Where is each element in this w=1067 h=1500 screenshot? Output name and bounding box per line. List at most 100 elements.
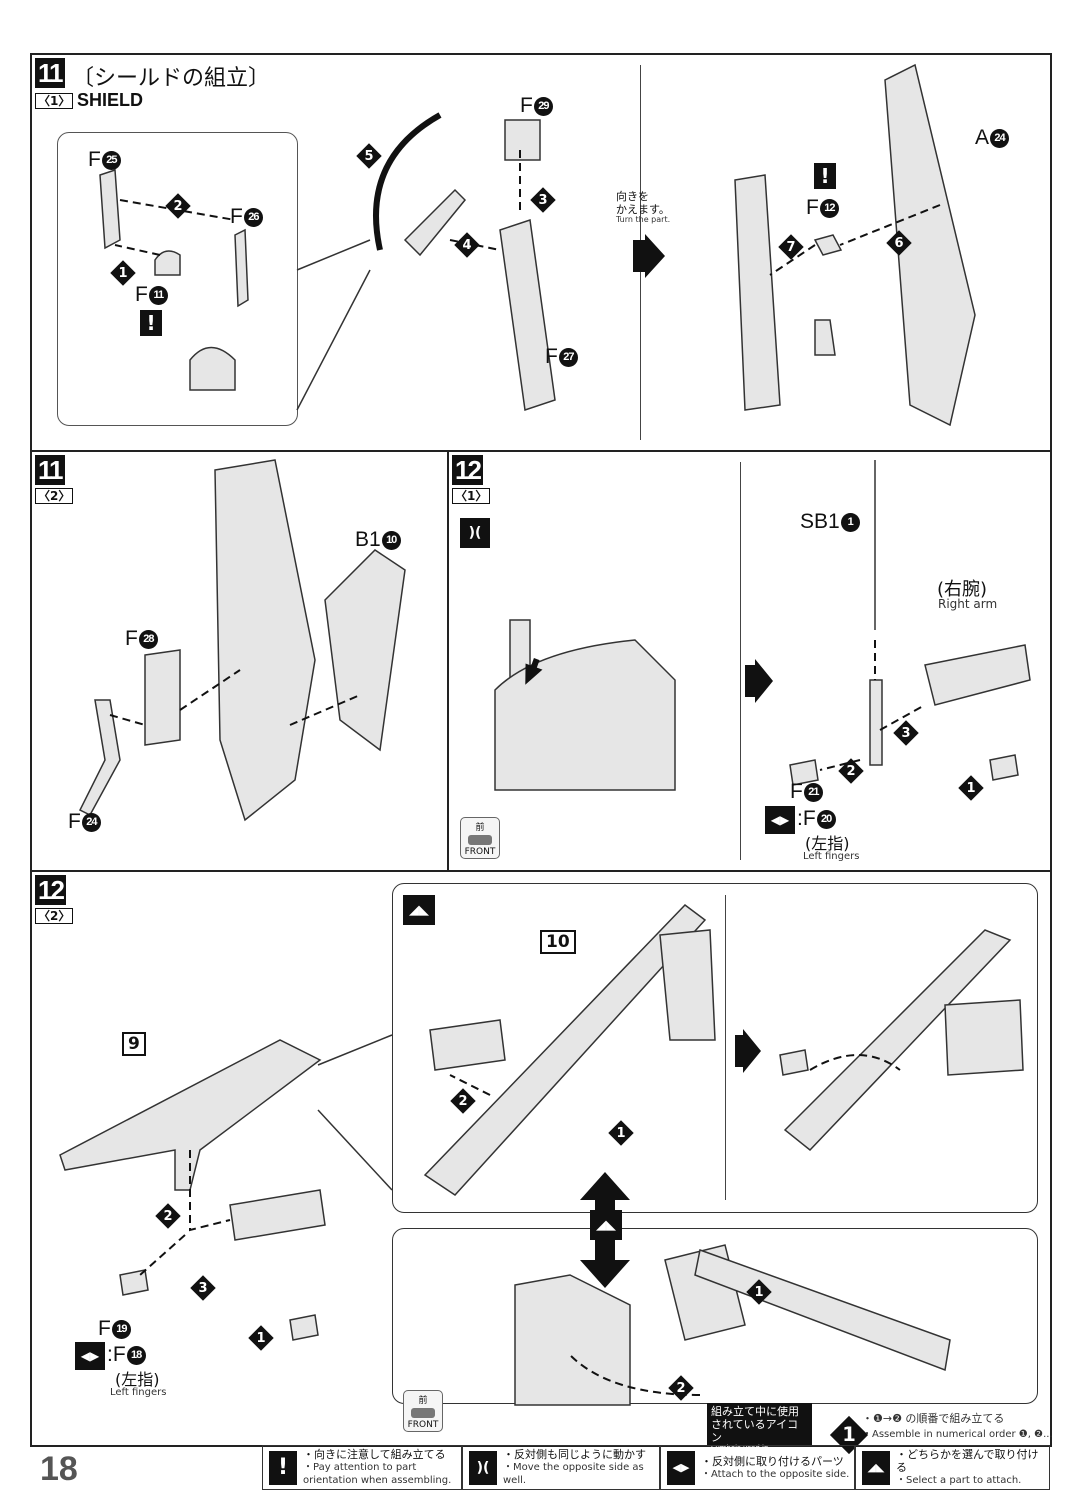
front-ja: 前	[475, 823, 485, 833]
step-marker: 3	[893, 720, 919, 746]
label-prefix: B1	[355, 528, 381, 551]
label-prefix: F	[98, 1317, 111, 1340]
step-marker: 2	[450, 1088, 476, 1114]
order-icon: 1	[822, 1408, 876, 1462]
label-num: 24	[81, 812, 101, 832]
left-fingers-en: Left fingers	[110, 1387, 167, 1398]
select-part-icon: ◢◣	[590, 1210, 622, 1240]
divider	[725, 895, 726, 1200]
step-number: 12	[452, 455, 483, 485]
label-num: 25	[101, 150, 121, 170]
label-num: 24	[990, 128, 1010, 148]
step-marker: 3	[190, 1275, 216, 1301]
step-number: 12	[35, 875, 66, 905]
section-title-en: SHIELD	[77, 90, 144, 110]
step-marker: 2	[668, 1375, 694, 1401]
step-marker: 6	[886, 230, 912, 256]
legend-ja: ・どちらかを選んで取り付ける	[896, 1448, 1039, 1474]
shoe-icon	[411, 1408, 435, 1418]
legend-title-ja: 組み立て中に使用	[711, 1405, 799, 1418]
orientation-warning-icon: !	[140, 310, 162, 336]
step-marker: 3	[530, 187, 556, 213]
label-num: 12	[819, 198, 839, 218]
label-num: 1	[840, 512, 860, 532]
select-part-icon: ◢◣	[403, 895, 435, 925]
rotate-arrow	[373, 112, 442, 251]
label-num: 10	[381, 530, 401, 550]
legend-en: ・Pay attention to part orientation when …	[303, 1462, 452, 1486]
step-marker: 7	[778, 234, 804, 260]
page-number: 18	[40, 1450, 78, 1488]
legend-title-ja: されているアイコン	[711, 1418, 799, 1444]
select-part-icon: ◢◣	[862, 1450, 890, 1485]
step-marker: 5	[356, 143, 382, 169]
shield-parts-illustration	[59, 63, 1031, 1406]
weapon-number-10: 10	[540, 930, 576, 954]
weapon-number-9: 9	[122, 1032, 146, 1056]
label-num: 29	[533, 96, 553, 116]
legend-en: ・Select a part to attach.	[896, 1475, 1022, 1486]
opposite-side-icon: ◀▶	[667, 1450, 695, 1485]
label-prefix: A	[975, 126, 990, 149]
step-marker: 1	[958, 775, 984, 801]
step-marker: 1	[746, 1279, 772, 1305]
front-indicator: 前 FRONT	[460, 817, 500, 859]
step-marker: 1	[248, 1325, 274, 1351]
turn-note-en: Turn the part.	[616, 215, 671, 224]
legend-title-en: Symbols used in instructions	[711, 1444, 769, 1460]
label-prefix: :F	[107, 1343, 126, 1366]
label-num: 18	[126, 1345, 146, 1365]
divider	[740, 462, 741, 860]
label-prefix: F	[68, 810, 81, 833]
step-marker: 1	[608, 1120, 634, 1146]
legend-move-opposite: )( ・反対側も同じように動かす・Move the opposite side …	[462, 1445, 660, 1490]
order-ja: ・❶→❷ の順番で組み立てる	[862, 1412, 1005, 1425]
label-prefix: F	[790, 780, 803, 803]
legend-ja: ・反対側に取り付けるパーツ	[701, 1454, 844, 1468]
step-number: 11	[35, 58, 65, 88]
label-num: 27	[558, 347, 578, 367]
label-prefix: :F	[797, 807, 816, 830]
detail-box	[57, 132, 298, 426]
substep: 〈1〉	[452, 488, 491, 504]
legend-en: ・Attach to the opposite side.	[701, 1468, 850, 1480]
label-prefix: F	[545, 345, 558, 368]
shoe-icon	[468, 835, 492, 845]
left-fingers-ja: (左指)	[805, 834, 850, 853]
substep: 〈2〉	[35, 908, 74, 924]
front-en: FRONT	[464, 847, 496, 857]
option-box-a	[392, 883, 1038, 1213]
label-num: 20	[816, 809, 836, 829]
right-arm-ja: (右腕)	[937, 579, 988, 600]
order-en: ・Assemble in numerical order ❶, ❷...	[862, 1429, 1053, 1440]
front-en: FRONT	[407, 1420, 439, 1430]
front-ja: 前	[418, 1396, 428, 1406]
label-num: 26	[243, 207, 263, 227]
front-indicator: 前 FRONT	[403, 1390, 443, 1432]
step-marker: 1	[110, 260, 136, 286]
right-arm-en: Right arm	[938, 597, 998, 611]
move-opposite-icon: )(	[460, 518, 490, 548]
opposite-side-icon: ◀▶	[75, 1342, 105, 1370]
step-marker: 2	[838, 758, 864, 784]
label-prefix: F	[135, 283, 148, 306]
step-marker: 4	[454, 232, 480, 258]
label-prefix: F	[88, 148, 101, 171]
section-title-ja: 〔シールドの組立〕	[72, 66, 271, 91]
step-marker: 2	[155, 1203, 181, 1229]
legend-orientation: ! ・向きに注意して組み立てる・Pay attention to part or…	[262, 1445, 462, 1490]
